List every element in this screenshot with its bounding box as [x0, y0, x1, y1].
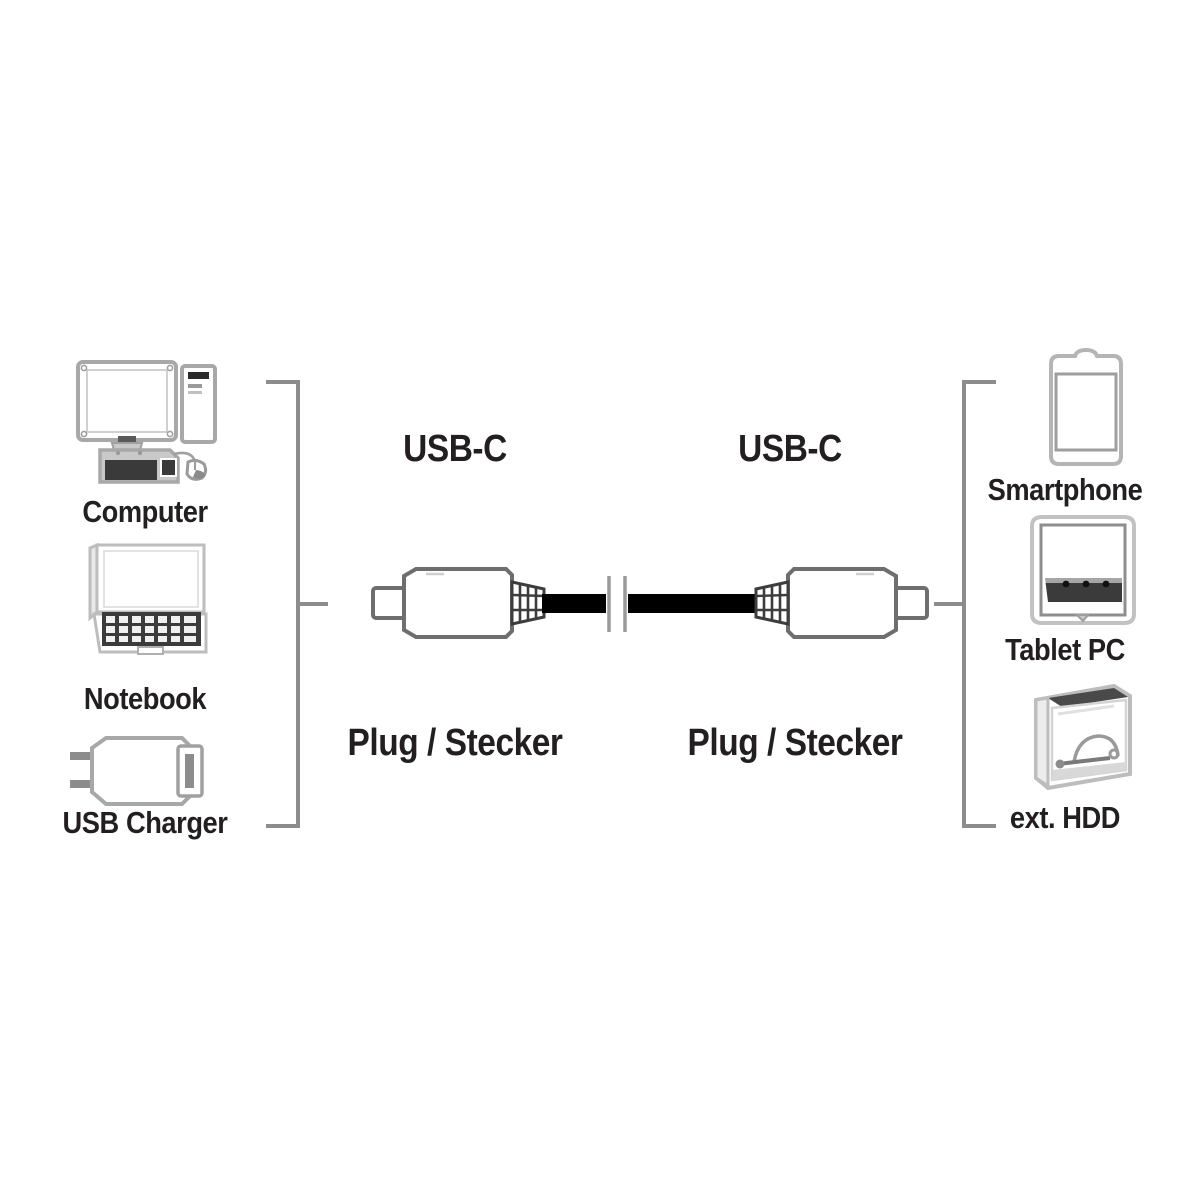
cable-break-symbol	[607, 576, 627, 632]
external-hard-drive-icon	[1018, 678, 1138, 796]
usb-c-cable-assembly	[370, 558, 930, 654]
left-device-bracket	[258, 378, 330, 830]
smartphone-icon	[1043, 348, 1129, 470]
left-connector-type-label: USB-C	[403, 428, 507, 470]
device-label-tablet-pc: Tablet PC	[1005, 632, 1125, 667]
device-label-computer: Computer	[82, 494, 208, 529]
device-label-smartphone: Smartphone	[987, 472, 1143, 507]
usb-c-plug-icon-left	[371, 567, 546, 639]
device-label-notebook: Notebook	[83, 681, 207, 716]
tablet-pc-icon	[1026, 512, 1140, 630]
usb-wall-charger-icon	[66, 730, 212, 812]
right-connector-form-label: Plug / Stecker	[687, 722, 903, 764]
notebook-laptop-icon	[86, 540, 214, 662]
device-label-ext-hdd: ext. HDD	[1009, 800, 1121, 835]
usb-c-plug-icon-right	[754, 567, 929, 639]
left-connector-form-label: Plug / Stecker	[347, 722, 563, 764]
device-label-usb-charger: USB Charger	[62, 805, 228, 840]
right-device-bracket	[932, 378, 1004, 830]
desktop-computer-icon	[74, 358, 224, 486]
right-connector-type-label: USB-C	[738, 428, 842, 470]
